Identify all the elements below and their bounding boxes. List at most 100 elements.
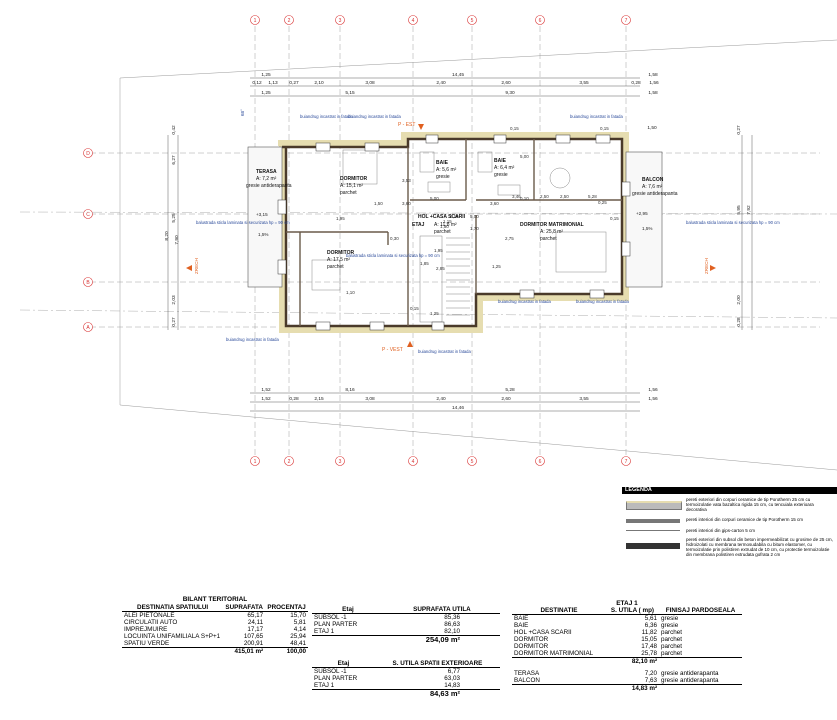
- hol-area: A: 11,8 m²: [434, 222, 457, 228]
- site-boundary: [119, 39, 837, 79]
- cell: 107,65: [243, 633, 264, 640]
- interior-dim: 2,50: [560, 194, 569, 199]
- exterioare-table: Etaj S. UTILA SPATII EXTERIOARE SUBSOL -…: [312, 660, 500, 697]
- utila-header-1: SUPRAFATA UTILA: [383, 606, 500, 614]
- cell: CIRCULATII AUTO: [124, 619, 178, 626]
- axis-bubble-3: [335, 456, 345, 466]
- slope-right: 1,5%: [642, 226, 652, 231]
- dimension-text: 0,12: [252, 80, 262, 86]
- interior-dim: 3,46: [512, 194, 521, 199]
- interior-dim: 5,28: [588, 194, 597, 199]
- dimension-text: 0,42: [171, 125, 177, 135]
- axis-bubble-C: [83, 209, 93, 219]
- lintel-note-3: buiandrug incastrat in fatada: [570, 114, 624, 119]
- cell: 7,20: [644, 670, 658, 677]
- ext-header-1: S. UTILA SPATII EXTERIOARE: [374, 660, 500, 668]
- axis-label: 6: [539, 459, 542, 465]
- cell: parchet: [661, 643, 683, 650]
- terasa-outline: [247, 146, 283, 288]
- cell: 65,17: [247, 612, 264, 619]
- facade-n-label: P - EST: [398, 122, 415, 128]
- dimension-text: 2,40: [436, 80, 446, 86]
- etaj1-ext-total: 14,83 m²: [605, 684, 660, 692]
- axis-bubble-4: [408, 15, 418, 25]
- balcon-name: BALCON: [642, 177, 664, 183]
- interior-dim: 0,10: [520, 196, 529, 201]
- interior-dim: 2,85: [436, 266, 445, 271]
- bilant-total: 415,01 m²: [223, 647, 266, 655]
- cell: DORMITOR: [514, 643, 549, 650]
- axis-bubble-6: [535, 456, 545, 466]
- baie1-name: BAIE: [436, 160, 449, 166]
- legend-item-3: pereti interiori din gips-carton 5 cm: [686, 528, 756, 533]
- level-left: +3,15: [256, 212, 268, 217]
- dimension-text: 1,52: [261, 387, 271, 393]
- cell: 200,91: [243, 640, 264, 647]
- cell: PLAN PARTER: [314, 621, 358, 628]
- dimension-text: 8,20: [164, 231, 170, 241]
- interior-dim: 0,25: [598, 200, 607, 205]
- lintel-note-2: buiandrug incastrat in fatada: [348, 114, 402, 119]
- dimension-text: 7,92: [746, 205, 752, 215]
- bilant-header-0: DESTINATIA SPATIULUI: [122, 604, 224, 612]
- interior-dim: 0,15: [600, 126, 609, 131]
- axis-bubble-1: [250, 15, 260, 25]
- dimension-text: 0,27: [171, 317, 177, 327]
- cell: 14,83: [444, 682, 460, 689]
- lintel-note-4: buiandrug incastrat in fatada: [498, 299, 552, 304]
- facade-s-label: P - VEST: [382, 347, 403, 353]
- bilant-header-1: SUPRAFATA: [223, 604, 266, 612]
- legend-swatch-int: [626, 519, 680, 523]
- cell: parchet: [661, 629, 683, 636]
- dimension-text: 2,60: [501, 396, 511, 402]
- axis-label: 7: [625, 459, 628, 465]
- parapet-left-note: balustrada sticla laminata si securizata…: [196, 220, 290, 225]
- baie2-finish: gresie: [494, 172, 508, 178]
- lintel-note-1: buiandrug incastrat in fatada: [300, 114, 354, 119]
- axis-bubble-5: [467, 456, 477, 466]
- baie1-area: A: 5,6 m²: [436, 167, 457, 173]
- terasa-finish: gresie antiderapanta: [246, 183, 292, 189]
- interior-dim: 2,50: [540, 194, 549, 199]
- ext-total: 84,63 m²: [374, 689, 500, 697]
- axis-label: 6: [539, 18, 542, 24]
- balcon-area: A: 7,6 m²: [642, 184, 663, 190]
- dimension-text: 1,58: [648, 90, 658, 96]
- cell: ETAJ 1: [314, 682, 335, 689]
- hol-finish: parchet: [434, 229, 451, 235]
- dormitor1-name: DORMITOR: [340, 176, 368, 182]
- dimension-text: 0,28: [736, 317, 742, 327]
- interior-dim: 1,25: [430, 311, 439, 316]
- axis-bubble-B: [83, 277, 93, 287]
- facade-e-label: ZRECH: [704, 258, 709, 274]
- dimension-text: 1,58: [648, 72, 658, 78]
- site-boundary-lower: [119, 78, 837, 471]
- dimension-text: 5,95: [736, 205, 742, 215]
- dimension-text: 1,13: [268, 80, 278, 86]
- slope-left: 1,5%: [258, 232, 268, 237]
- cell: 4,14: [293, 626, 306, 633]
- etaj1-subtotal: 82,10 m²: [605, 657, 660, 665]
- matrimonial-area: A: 25,8 m²: [540, 229, 563, 235]
- bilant-title: BILANT TERITORIAL: [182, 596, 248, 603]
- dormitor1-area: A: 15,1 m²: [340, 183, 363, 189]
- legend-swatch-gips: [626, 530, 680, 531]
- interior-dim: 1,50: [374, 201, 383, 206]
- dimension-text: 2,15: [314, 396, 324, 402]
- cell: 15,70: [290, 612, 306, 619]
- lintel-note-7: buiandrug incastrat in fatada: [418, 349, 472, 354]
- cell: 15,05: [641, 636, 658, 643]
- interior-dim: 3,60: [402, 201, 411, 206]
- etaj1-header-1: S. UTILA ( mp): [605, 607, 660, 615]
- lintel-note-5: buiandrug incastrat in fatada: [576, 299, 630, 304]
- axis-label: 5: [471, 459, 474, 465]
- interior-dim: 0,15: [450, 214, 459, 219]
